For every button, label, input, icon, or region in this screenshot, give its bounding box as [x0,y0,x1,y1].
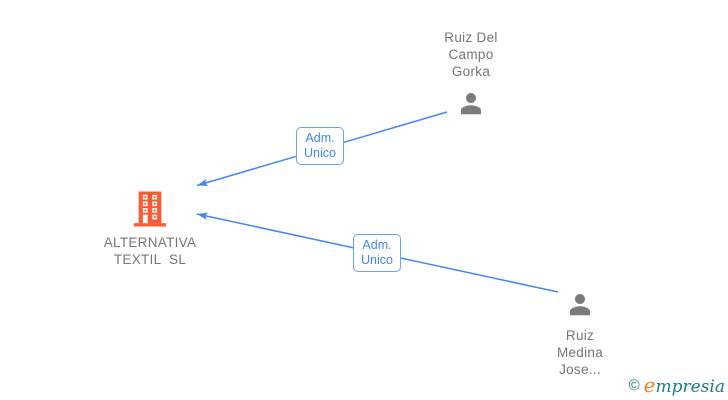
person-name: Ruiz Del Campo Gorka [411,29,531,80]
edge-label-line: Adm. [362,238,392,252]
edge-label-line: Unico [361,253,393,267]
company-name: ALTERNATIVA TEXTIL SL [70,234,230,268]
building-icon [133,190,167,228]
company-node-alternativa-textil-sl[interactable]: ALTERNATIVA TEXTIL SL [70,190,230,268]
person-name-line: Jose... [559,362,601,377]
edge-label-line: Adm. [305,131,335,145]
empresia-logo-initial: e [643,373,656,397]
copyright-icon: © [628,377,640,394]
empresia-logo-text: empresia [644,373,726,397]
company-name-line: TEXTIL SL [113,252,187,267]
person-name-line: Campo [448,47,494,62]
person-name-line: Ruiz [565,328,595,343]
empresia-watermark: ©empresia [629,373,725,397]
person-name-line: Medina [556,345,604,360]
person-node-ruiz-medina-jose[interactable]: Ruiz Medina Jose... [520,289,640,378]
edge-label-adm-unico-2: Adm. Unico [353,234,401,272]
person-name: Ruiz Medina Jose... [520,327,640,378]
edge-label-adm-unico-1: Adm. Unico [296,127,344,165]
person-icon [565,289,595,319]
person-name-line: Gorka [451,64,491,79]
empresia-logo-rest: mpresia [655,377,726,397]
person-icon [456,88,486,118]
person-node-ruiz-del-campo-gorka[interactable]: Ruiz Del Campo Gorka [411,29,531,123]
edge-label-line: Unico [304,146,336,160]
company-name-line: ALTERNATIVA [103,235,197,250]
person-name-line: Ruiz Del [444,30,498,45]
